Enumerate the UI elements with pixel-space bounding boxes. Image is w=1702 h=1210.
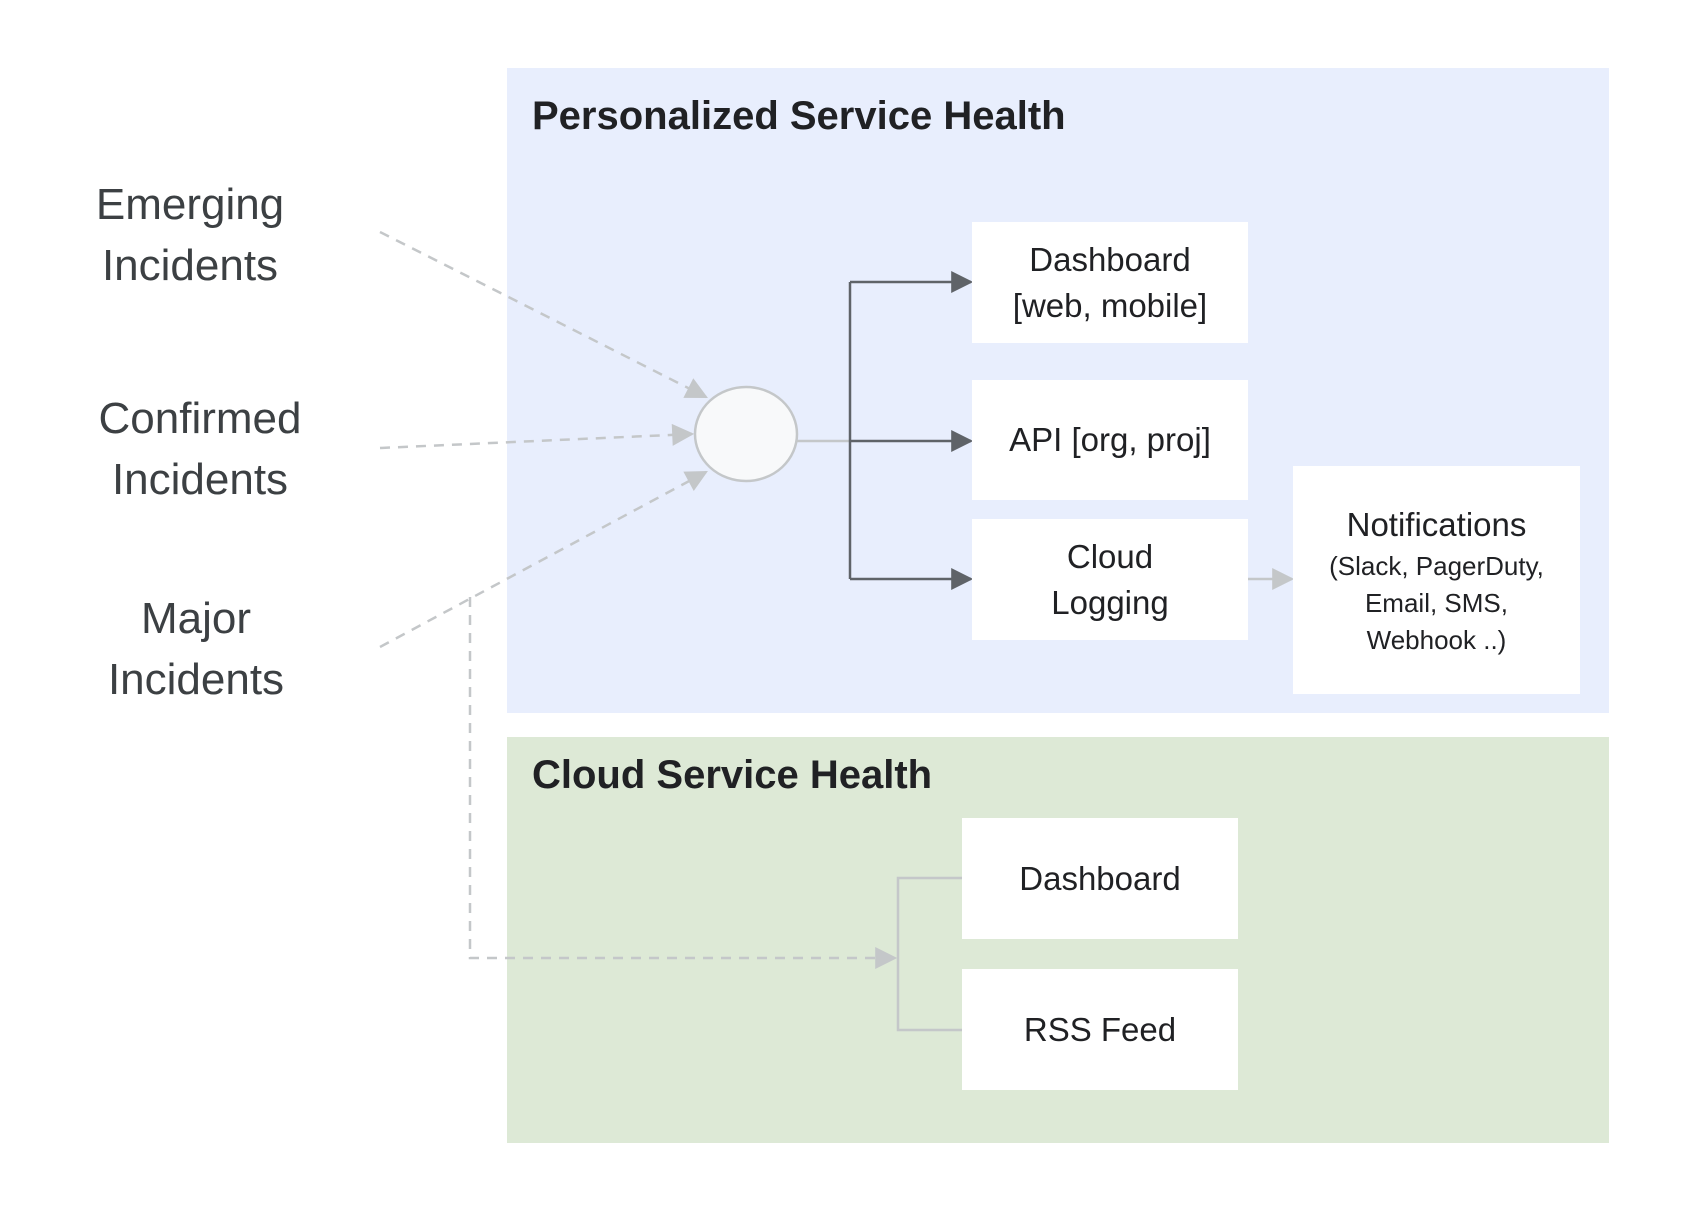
csh-dashboard-box: Dashboard (962, 818, 1238, 939)
psh-cloud-logging-box: Cloud Logging (972, 519, 1248, 640)
notifications-channels: Webhook ..) (1366, 624, 1507, 655)
source-line: Major (140, 594, 252, 643)
box-label: API [org, proj] (1009, 421, 1211, 458)
box-line: [web, mobile] (1012, 286, 1208, 324)
source-line: Incidents (107, 655, 285, 704)
major-to-cloud-arrow (468, 597, 898, 969)
notifications-title: Notifications (1346, 505, 1527, 543)
box-label: RSS Feed (1023, 1010, 1177, 1048)
aggregator-node (693, 385, 799, 483)
source-line: Incidents (111, 455, 289, 504)
cloud-bracket (896, 876, 962, 1032)
box-line: Logging (1051, 583, 1169, 621)
psh-notifications-box: Notifications (Slack, PagerDuty, Email, … (1293, 466, 1580, 694)
source-line: Emerging (95, 180, 285, 229)
notifications-channels: Email, SMS, (1364, 587, 1508, 618)
box-line: Cloud (1066, 537, 1154, 575)
major-incidents-arrow (379, 470, 708, 649)
psh-dashboard-box: Dashboard [web, mobile] (972, 222, 1248, 343)
source-line: Incidents (101, 241, 279, 290)
panel-title: Personalized Service Health (532, 94, 1066, 138)
psh-api-box: API [org, proj] (972, 380, 1248, 500)
source-emerging-incidents: Emerging Incidents (70, 174, 310, 296)
panel-title: Cloud Service Health (532, 753, 933, 797)
source-confirmed-incidents: Confirmed Incidents (80, 388, 320, 510)
source-major-incidents: Major Incidents (76, 588, 316, 710)
box-label: Dashboard (1019, 859, 1181, 897)
csh-rss-feed-box: RSS Feed (962, 969, 1238, 1090)
box-line: Dashboard (1029, 240, 1191, 278)
notifications-channels: (Slack, PagerDuty, (1329, 550, 1544, 581)
emerging-incidents-arrow (379, 230, 708, 399)
confirmed-incidents-arrow (379, 423, 695, 450)
source-line: Confirmed (98, 394, 302, 443)
